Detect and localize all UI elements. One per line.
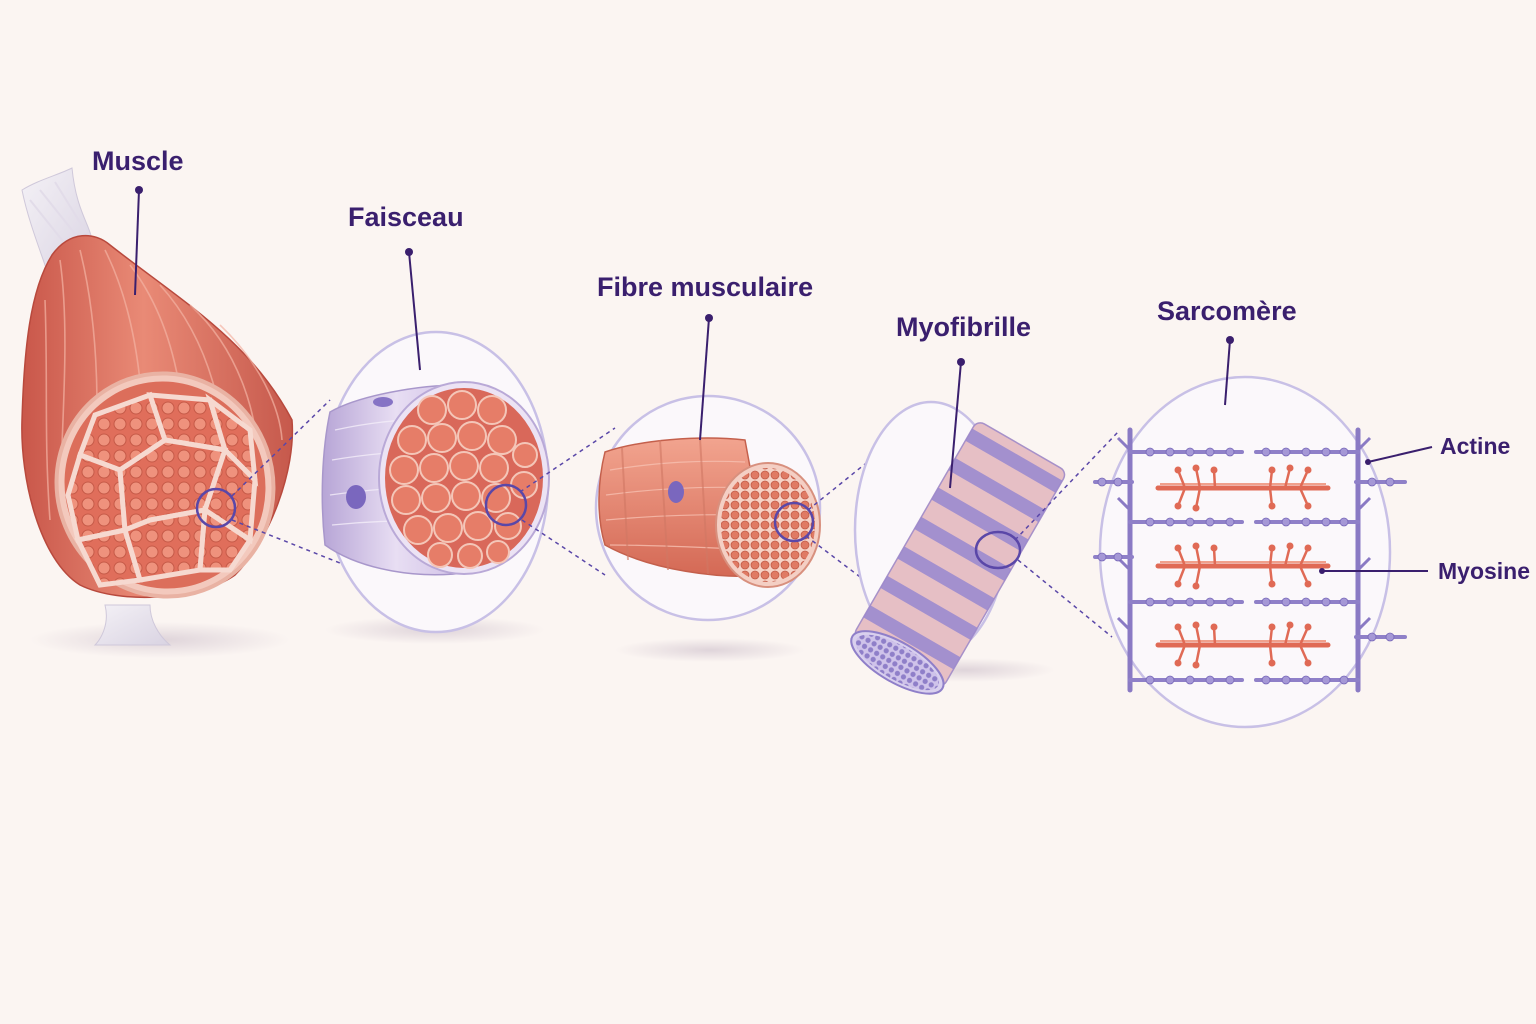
label-faisceau: Faisceau [348, 202, 464, 232]
label-myofibrille: Myofibrille [896, 312, 1031, 342]
label-leaders [134, 189, 1433, 572]
label-sarcomere: Sarcomère [1157, 296, 1297, 326]
zoom-connector-4 [1014, 431, 1119, 638]
muscle-illustration [21, 167, 294, 658]
label-actine: Actine [1440, 433, 1510, 459]
zoom-connector-3 [805, 459, 881, 593]
myofibril-illustration [850, 400, 1066, 695]
muscle-fiber-illustration [594, 394, 822, 662]
fascicle-illustration [321, 330, 550, 644]
label-leader-dots [135, 186, 1371, 574]
label-fibre-musculaire: Fibre musculaire [597, 272, 813, 302]
myosin-filaments [1155, 464, 1331, 669]
zoom-connector-2 [519, 427, 616, 576]
label-muscle: Muscle [92, 146, 184, 176]
sarcomere-illustration [1093, 375, 1407, 729]
label-myosine: Myosine [1438, 558, 1530, 584]
